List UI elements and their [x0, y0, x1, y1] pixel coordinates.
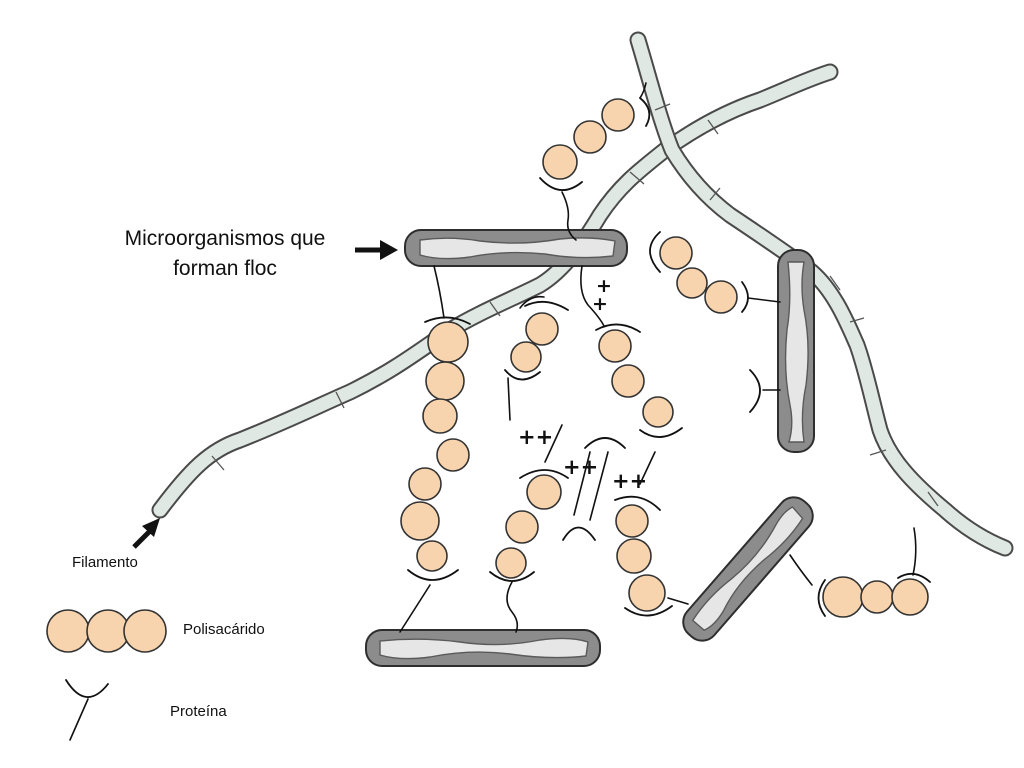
- label-microorganisms-line1: Microorganismos que: [124, 227, 326, 250]
- charge-pair-3: ++: [612, 469, 647, 493]
- label-microorganisms: Microorganismos que forman floc: [100, 224, 350, 284]
- chain-left-column: [400, 321, 470, 572]
- cell-top: [404, 229, 628, 267]
- cell-bottom-left: [365, 629, 601, 667]
- legend-polysaccharide-symbol: [46, 609, 167, 653]
- charge-pair-2: ++: [563, 455, 598, 479]
- chain-top: [542, 98, 635, 180]
- cell-right-vertical: [777, 249, 815, 453]
- arrow-microorganisms: [355, 240, 398, 260]
- filament-right: [629, 31, 1014, 557]
- chain-bottom-right: [822, 576, 929, 618]
- arrow-filament: [132, 518, 160, 549]
- label-microorganisms-line2: forman floc: [173, 257, 277, 280]
- charge-pair-1: ++: [518, 425, 553, 449]
- charge-markers: + + ++ ++ ++: [518, 275, 647, 493]
- charge-plus-2: +: [592, 293, 608, 315]
- label-protein: Proteína: [170, 703, 227, 720]
- cell-diagonal: [682, 496, 814, 642]
- chain-right-upper: [659, 236, 738, 314]
- legend-protein-symbol: [65, 679, 109, 741]
- protein-links: [399, 82, 931, 633]
- chain-center-lower: [495, 474, 562, 579]
- chain-lower-right-column: [615, 504, 666, 612]
- chain-center-left-top: [510, 312, 559, 373]
- charge-plus-1: +: [596, 275, 612, 297]
- label-filament: Filamento: [72, 554, 138, 571]
- chain-center-right: [598, 329, 674, 428]
- label-polysaccharide: Polisacárido: [183, 621, 265, 638]
